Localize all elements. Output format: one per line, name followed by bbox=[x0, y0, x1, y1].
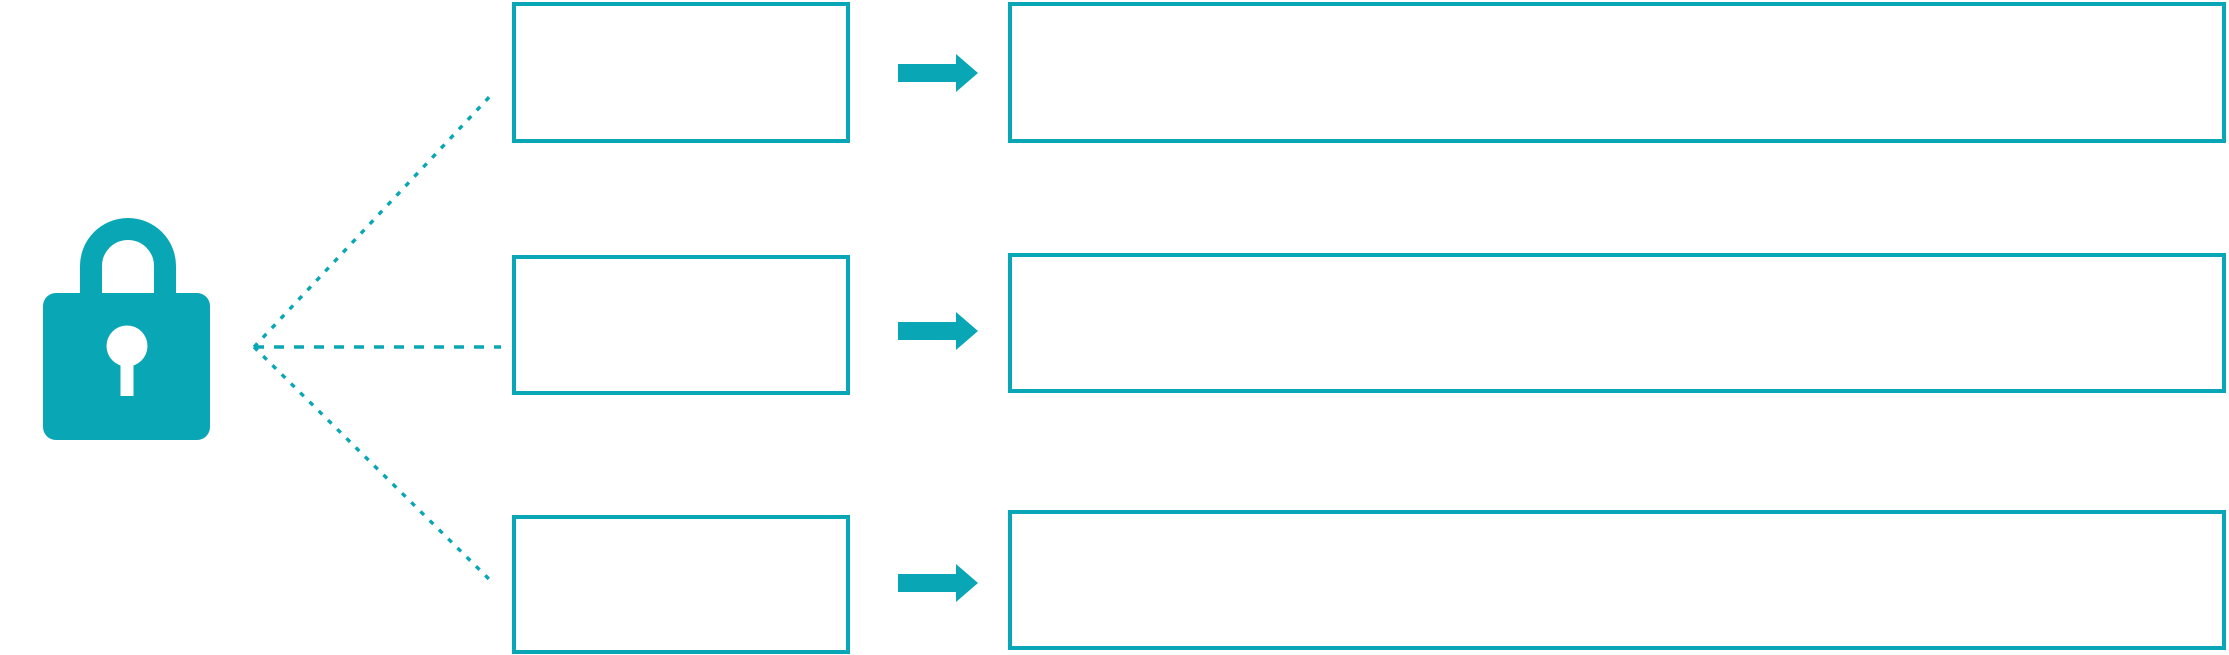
row-1-detail-box bbox=[1008, 2, 2226, 143]
lock-icon bbox=[43, 218, 210, 440]
keyhole-stem bbox=[120, 350, 134, 396]
connector-line-top bbox=[252, 90, 496, 349]
right-arrow-icon bbox=[898, 312, 978, 350]
connector-line-bottom bbox=[252, 345, 496, 586]
row-3-label-box bbox=[512, 515, 850, 654]
right-arrow-icon bbox=[898, 54, 978, 92]
row-2-detail-box bbox=[1008, 253, 2226, 393]
row-1-label-box bbox=[512, 2, 850, 143]
row-2-label-box bbox=[512, 255, 850, 395]
row-3-detail-box bbox=[1008, 510, 2226, 650]
right-arrow-icon bbox=[898, 564, 978, 602]
keyhole-circle bbox=[106, 325, 148, 367]
lock-shackle bbox=[80, 218, 176, 298]
